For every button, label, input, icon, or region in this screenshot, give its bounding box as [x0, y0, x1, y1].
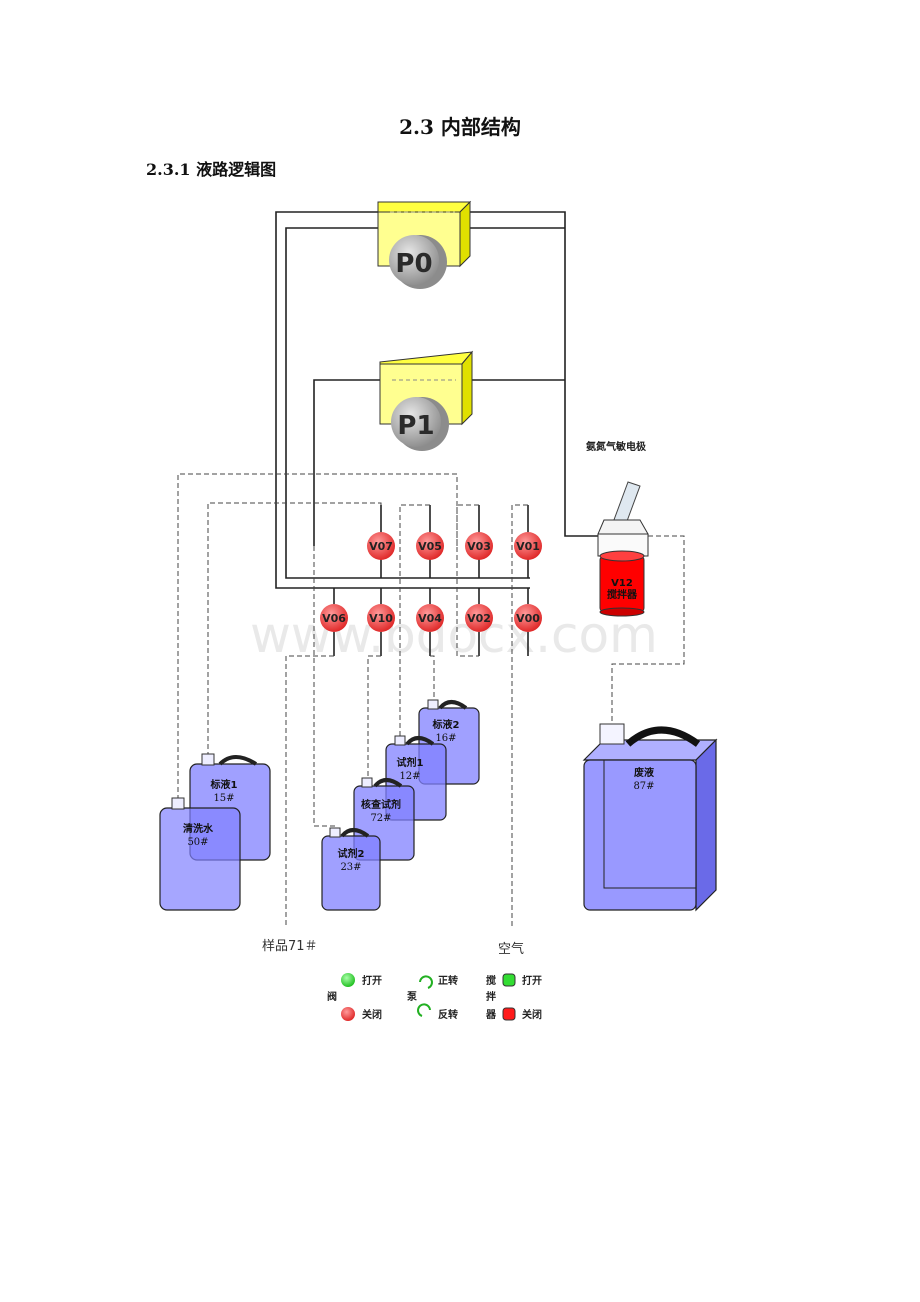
stirrer-label: V12	[611, 578, 633, 589]
bottle-standard-1-name: 标液1	[210, 778, 238, 791]
valve-v04-label: V04	[418, 612, 442, 625]
legend-valve-closed: 关闭	[362, 1008, 382, 1021]
valve-v01-label: V01	[516, 540, 540, 553]
legend-valve-closed-swatch	[341, 1007, 355, 1021]
bottle-rinse-water-name: 清洗水	[183, 822, 214, 835]
bottle-standard-2-name: 标液2	[432, 718, 460, 731]
air-label: 空气	[498, 941, 524, 957]
bottle-waste: 废液 87#	[582, 723, 718, 912]
bottle-rinse-water: 清洗水 50#	[159, 797, 241, 911]
valve-v10-label: V10	[369, 612, 393, 625]
legend-stirrer-char-1: 搅	[486, 974, 496, 987]
valve-v02: V02	[465, 604, 493, 632]
legend-stirrer-closed: 关闭	[522, 1008, 542, 1021]
bottle-check-reagent-name: 核查试剂	[361, 798, 401, 811]
bottle-reagent-1-name: 试剂1	[397, 756, 424, 769]
legend-stirrer-open-swatch	[502, 973, 516, 987]
electrode	[597, 481, 649, 557]
legend-pump: 泵	[407, 991, 418, 1003]
sample-label: 样品71＃	[262, 939, 318, 954]
valve-v03-label: V03	[467, 540, 491, 553]
bottle-standard-1-num: 15#	[213, 793, 234, 804]
legend-pump-reverse: 反转	[438, 1008, 458, 1021]
legend-valve: 阀	[327, 990, 337, 1003]
valve-v06: V06	[320, 604, 348, 632]
legend-stirrer-char-3: 器	[485, 1009, 497, 1021]
valve-v00: V00	[514, 604, 542, 632]
stirrer-sub-label: 搅拌器	[607, 588, 638, 601]
pipes	[275, 211, 620, 656]
valve-v05-label: V05	[418, 540, 442, 553]
valve-v07: V07	[367, 532, 395, 560]
legend: 打开 阀 关闭 正转 泵 反转 搅 拌 器 打开 关闭	[327, 973, 542, 1021]
legend-stirrer-open: 打开	[522, 974, 542, 987]
valve-v10: V10	[367, 604, 395, 632]
legend-valve-open-swatch	[341, 973, 355, 987]
stirrer: V12 搅拌器	[599, 550, 645, 617]
subsection-heading: 2.3.1 液路逻辑图	[146, 160, 277, 179]
valve-v02-label: V02	[467, 612, 491, 625]
pump-p1: P1	[379, 350, 474, 451]
valve-v01: V01	[514, 532, 542, 560]
bottle-reagent-1-num: 12#	[399, 771, 420, 782]
bottle-reagent-2-num: 23#	[340, 862, 361, 873]
valve-v05: V05	[416, 532, 444, 560]
pump-p0-label: P0	[395, 249, 432, 279]
valve-v07-label: V07	[369, 540, 393, 553]
pump-p1-label: P1	[397, 411, 434, 441]
pump-p0: P0	[377, 200, 472, 289]
legend-valve-open: 打开	[362, 974, 382, 987]
bottle-waste-name: 废液	[634, 766, 654, 779]
legend-stirrer-char-2: 拌	[485, 990, 496, 1003]
dashed-tubes	[177, 473, 685, 928]
bottle-reagent-2: 试剂2 23#	[321, 827, 381, 911]
bottle-standard-2-num: 16#	[435, 733, 456, 744]
legend-reverse-icon	[417, 1003, 431, 1017]
valve-v06-label: V06	[322, 612, 346, 625]
bottle-waste-num: 87#	[633, 781, 654, 792]
section-heading: 2.3 内部结构	[399, 115, 521, 139]
legend-forward-icon	[419, 975, 433, 989]
legend-pump-forward: 正转	[438, 974, 458, 987]
valve-v04: V04	[416, 604, 444, 632]
bottle-rinse-water-num: 50#	[187, 837, 208, 848]
valve-v00-label: V00	[516, 612, 540, 625]
electrode-label: 氨氮气敏电极	[586, 440, 647, 453]
legend-stirrer-closed-swatch	[502, 1007, 516, 1021]
bottle-reagent-2-name: 试剂2	[338, 847, 365, 860]
bottle-check-reagent-num: 72#	[370, 813, 391, 824]
valve-v03: V03	[465, 532, 493, 560]
watermark: www.bdocx.com	[250, 606, 658, 664]
